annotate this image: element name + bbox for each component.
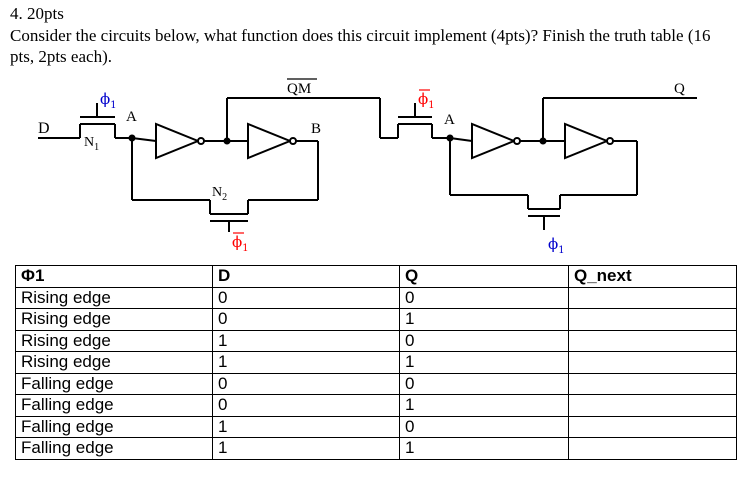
cell-d: 1 xyxy=(212,351,400,374)
cell-phi1: Falling edge xyxy=(15,372,213,395)
cell-phi1: Rising edge xyxy=(15,286,213,309)
transistor-3 xyxy=(397,103,433,138)
cell-phi1: Falling edge xyxy=(15,394,213,417)
table-row: Rising edge 1 0 xyxy=(15,329,737,352)
cell-q-next[interactable] xyxy=(568,308,737,331)
cell-q: 0 xyxy=(399,329,569,352)
cell-q-next[interactable] xyxy=(568,415,737,438)
label-d: D xyxy=(38,120,50,137)
latch-2 xyxy=(380,97,697,230)
header-q-next: Q_next xyxy=(568,265,737,288)
inverter-1 xyxy=(155,122,201,160)
cell-q: 1 xyxy=(399,308,569,331)
cell-phi1: Rising edge xyxy=(15,329,213,352)
cell-d: 0 xyxy=(212,372,400,395)
cell-q-next[interactable] xyxy=(568,394,737,417)
cell-q-next[interactable] xyxy=(568,437,737,460)
circuit-diagram: D N1 A B N2 QM A Q ϕ1 ϕ1 ϕ1 ϕ1 xyxy=(38,78,697,256)
inverter-3-bubble xyxy=(513,137,521,145)
question-prompt: Consider the circuits below, what functi… xyxy=(10,26,711,66)
label-a2: A xyxy=(444,112,455,128)
header-d: D xyxy=(212,265,400,288)
cell-q: 0 xyxy=(399,415,569,438)
cell-phi1: Falling edge xyxy=(15,415,213,438)
cell-q-next[interactable] xyxy=(568,372,737,395)
cell-d: 0 xyxy=(212,308,400,331)
cell-phi1: Falling edge xyxy=(15,437,213,460)
table-row: Falling edge 1 0 xyxy=(15,415,737,438)
truth-table: Φ1 D Q Q_next Rising edge 0 0 Rising edg… xyxy=(15,265,737,460)
inverter-2-bubble xyxy=(289,137,297,145)
cell-q: 1 xyxy=(399,351,569,374)
cell-q-next[interactable] xyxy=(568,351,737,374)
clock-phi1-label: ϕ1 xyxy=(100,90,117,111)
table-row: Rising edge 0 0 xyxy=(15,286,737,309)
label-q: Q xyxy=(674,81,685,97)
table-row: Falling edge 0 1 xyxy=(15,394,737,417)
header-q: Q xyxy=(399,265,569,288)
cell-phi1: Rising edge xyxy=(15,351,213,374)
clock-phi1-bar-label: ϕ1 xyxy=(232,233,249,254)
table-row: Falling edge 0 0 xyxy=(15,372,737,395)
truth-table-header: Φ1 D Q Q_next xyxy=(15,265,737,288)
transistor-4 xyxy=(527,195,561,230)
inverter-2 xyxy=(247,122,293,160)
cell-phi1: Rising edge xyxy=(15,308,213,331)
cell-q: 1 xyxy=(399,394,569,417)
cell-d: 0 xyxy=(212,286,400,309)
cell-d: 1 xyxy=(212,437,400,460)
table-row: Rising edge 0 1 xyxy=(15,308,737,331)
cell-d: 1 xyxy=(212,329,400,352)
cell-q-next[interactable] xyxy=(568,329,737,352)
cell-d: 0 xyxy=(212,394,400,417)
inverter-1-bubble xyxy=(197,137,205,145)
transistor-n2 xyxy=(209,200,249,232)
latch-1 xyxy=(38,97,381,232)
inverter-4-bubble xyxy=(606,137,614,145)
inverter-3 xyxy=(471,122,517,160)
cell-q: 0 xyxy=(399,286,569,309)
label-qm: QM xyxy=(287,81,311,97)
label-n2: N2 xyxy=(212,185,227,203)
table-row: Falling edge 1 1 xyxy=(15,437,737,460)
label-n1: N1 xyxy=(84,135,99,153)
cell-q: 1 xyxy=(399,437,569,460)
clock-phi1-bar-label-2: ϕ1 xyxy=(418,90,435,111)
label-b: B xyxy=(311,121,321,137)
cell-q: 0 xyxy=(399,372,569,395)
question-number: 4. 20pts xyxy=(10,4,64,23)
transistor-n1 xyxy=(79,103,116,138)
clock-phi1-label-2: ϕ1 xyxy=(548,235,565,256)
header-phi1: Φ1 xyxy=(15,265,213,288)
cell-q-next[interactable] xyxy=(568,286,737,309)
cell-d: 1 xyxy=(212,415,400,438)
table-row: Rising edge 1 1 xyxy=(15,351,737,374)
inverter-4 xyxy=(564,122,610,160)
label-a1: A xyxy=(126,109,137,125)
